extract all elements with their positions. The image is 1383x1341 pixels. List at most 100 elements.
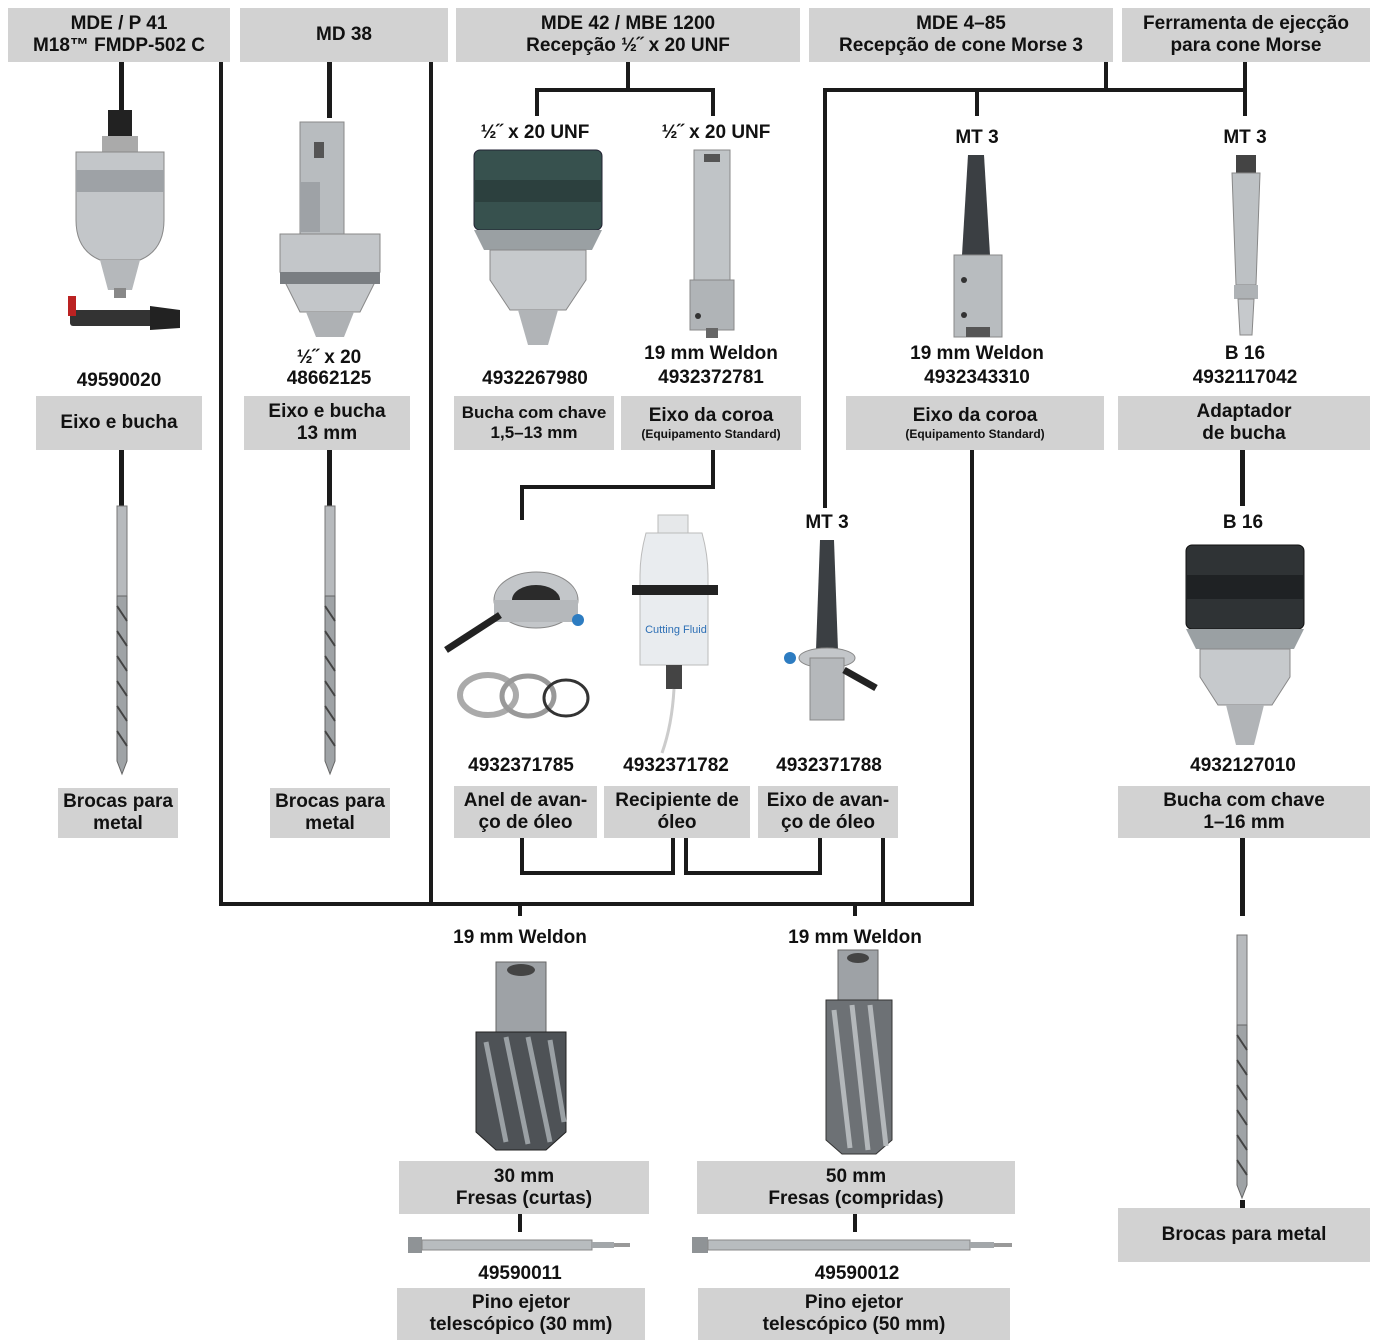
connector [518, 1214, 522, 1232]
cutter-size: 50 mm [825, 1165, 887, 1187]
connector [520, 871, 675, 875]
twist-drill-icon [116, 505, 128, 776]
product-code: 4932267980 [482, 368, 588, 389]
header-line-1: Ferramenta de ejecção [1143, 13, 1349, 34]
header-line-1: MDE 42 / MBE 1200 [540, 13, 716, 34]
drill-box-1: Brocas para metal [58, 788, 178, 838]
cutter-label: Fresas (compridas) [768, 1187, 944, 1209]
product-code: 4932117042 [1192, 367, 1298, 388]
connector [975, 88, 979, 116]
twist-drill-icon [324, 505, 336, 776]
oil-label-2: ço de óleo [478, 812, 573, 833]
oil-ring-icon [444, 571, 590, 719]
header-ejector-tool: Ferramenta de ejecção para cone Morse [1122, 8, 1370, 62]
connector [881, 838, 885, 906]
drill-box-2: Brocas para metal [270, 788, 390, 838]
label-weldon-left: 19 mm Weldon [453, 927, 587, 948]
product-name-2: de bucha [1202, 423, 1286, 444]
connector [1240, 450, 1245, 506]
product-box-eixo-coroa-mt3: Eixo da coroa (Equipamento Standard) [846, 396, 1104, 450]
connector [711, 88, 715, 116]
header-md38: MD 38 [240, 8, 448, 62]
pin-label-2: telescópico (30 mm) [429, 1314, 613, 1335]
drill-label: Brocas para [275, 791, 385, 812]
chuck16-label: Bucha com chave [1163, 790, 1325, 811]
label-unf-a: ½˝ x 20 UNF [480, 122, 590, 143]
connector [219, 62, 223, 906]
chuck16-code: 4932127010 [1190, 755, 1296, 776]
drill-chuck-icon [473, 149, 603, 345]
product-name: Eixo e bucha [60, 412, 178, 433]
connector [520, 485, 524, 520]
connector [818, 838, 822, 874]
oil-code: 4932371785 [468, 755, 574, 776]
drill-label-2: metal [93, 813, 143, 834]
drill-label-2: metal [305, 813, 355, 834]
connector [219, 902, 974, 906]
connector [684, 871, 822, 875]
bottle-label: Cutting Fluid [645, 624, 707, 636]
morse-taper-icon [1231, 155, 1261, 336]
product-code: 49590020 [76, 370, 162, 391]
cutter-box-50: 50 mm Fresas (compridas) [697, 1161, 1015, 1214]
product-note: (Equipamento Standard) [905, 426, 1045, 441]
connector [518, 902, 522, 916]
annular-cutter-icon [825, 949, 893, 1155]
connector [1240, 1200, 1245, 1208]
header-line-1: MDE 4–85 [916, 13, 1006, 34]
product-box-eixo-bucha: Eixo e bucha [36, 396, 202, 450]
connector [1240, 836, 1245, 916]
connector [119, 450, 124, 506]
connector [626, 62, 630, 90]
header-line-2: M18™ FMDP-502 C [32, 35, 206, 56]
product-box-eixo-bucha-13: Eixo e bucha 13 mm [244, 396, 410, 450]
oil-box-bottle: Recipiente de óleo [604, 786, 750, 838]
oil-bottle-icon: Cutting Fluid [632, 514, 718, 754]
connector [520, 485, 715, 489]
arbor-icon [689, 149, 735, 338]
oil-box-shaft: Eixo de avan- ço de óleo [758, 786, 898, 838]
connector [1243, 88, 1247, 116]
header-mde-p41: MDE / P 41 M18™ FMDP-502 C [8, 8, 230, 62]
arbor-icon [279, 121, 381, 337]
pin-box-30: Pino ejetor telescópico (30 mm) [397, 1288, 645, 1340]
drill-label: Brocas para [63, 791, 173, 812]
header-line-2: para cone Morse [1170, 35, 1322, 56]
oil-code: 4932371782 [623, 755, 729, 776]
header-line-1: MD 38 [316, 24, 372, 45]
product-code-prefix: B 16 [1224, 343, 1266, 364]
oil-label: Eixo de avan- [766, 790, 890, 811]
product-code: 4932343310 [924, 367, 1030, 388]
product-code: 4932372781 [658, 367, 764, 388]
pin-box-50: Pino ejetor telescópico (50 mm) [698, 1288, 1010, 1340]
connector [853, 1214, 857, 1232]
product-name: Bucha com chave [461, 403, 607, 422]
product-name-2: 1,5–13 mm [490, 423, 578, 442]
product-code-prefix: 19 mm Weldon [644, 343, 778, 364]
label-mt3-a: MT 3 [955, 127, 999, 148]
oil-label: Anel de avan- [463, 790, 588, 811]
connector [823, 88, 1247, 92]
connector [429, 62, 433, 906]
header-mde42: MDE 42 / MBE 1200 Recepção ½˝ x 20 UNF [456, 8, 800, 62]
header-line-2: Recepção ½˝ x 20 UNF [526, 35, 730, 56]
connector [327, 62, 332, 118]
connector [684, 838, 688, 874]
product-box-adaptador: Adaptador de bucha [1118, 396, 1370, 450]
chuck16-label-2: 1–16 mm [1203, 812, 1285, 833]
pin-code: 49590011 [478, 1263, 562, 1284]
pin-label: Pino ejetor [471, 1292, 571, 1313]
drill-box-3: Brocas para metal [1118, 1208, 1370, 1262]
connector [327, 450, 332, 506]
ejector-pin-icon [692, 1237, 1012, 1253]
drill-label: Brocas para metal [1161, 1224, 1327, 1245]
product-code: 48662125 [286, 368, 372, 389]
morse-taper-icon [953, 155, 1003, 338]
product-name: Eixo e bucha [268, 401, 386, 422]
connector [671, 838, 675, 874]
cutter-label: Fresas (curtas) [455, 1187, 593, 1209]
cutter-box-30: 30 mm Fresas (curtas) [399, 1161, 649, 1214]
cutter-size: 30 mm [493, 1165, 555, 1187]
connector [535, 88, 715, 92]
